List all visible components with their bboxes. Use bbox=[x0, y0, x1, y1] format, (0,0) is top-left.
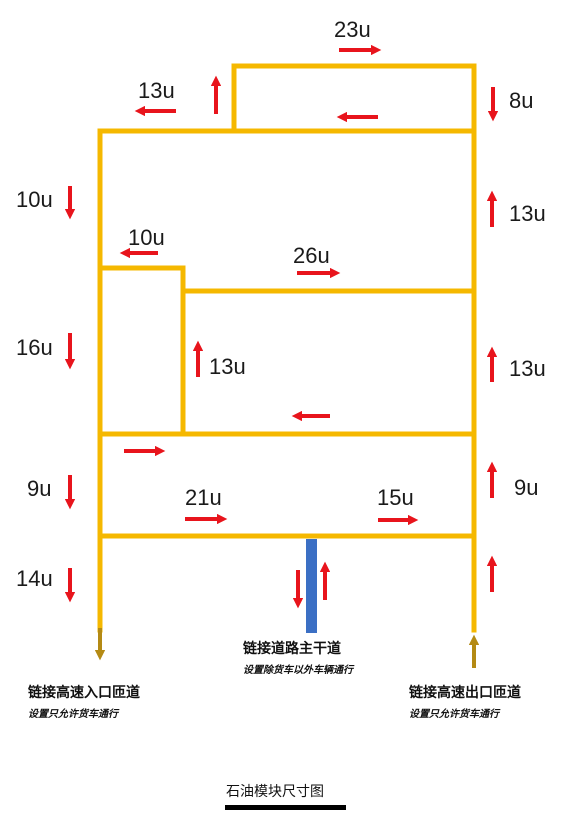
main-road-subcaption: 设置除货车以外车辆通行 bbox=[243, 665, 353, 676]
title-underline bbox=[225, 805, 346, 810]
label-left-14u: 14u bbox=[16, 566, 53, 591]
label-right-13u-b: 13u bbox=[509, 356, 546, 381]
label-left-16u: 16u bbox=[16, 335, 53, 360]
direction-arrows bbox=[64, 44, 499, 609]
road-network bbox=[97, 63, 477, 633]
entry-ramp-caption: 链接高速入口匝道 bbox=[28, 685, 140, 701]
label-top-13u: 13u bbox=[138, 78, 175, 103]
label-right-9u: 9u bbox=[514, 475, 538, 500]
dimension-labels: 23u 13u 8u 10u 13u 10u 26u 16u 13u 13u 9… bbox=[16, 17, 546, 591]
label-top-23u: 23u bbox=[334, 17, 371, 42]
main-road-caption: 链接道路主干道 bbox=[243, 641, 341, 657]
main-road-connector bbox=[306, 539, 317, 633]
label-inner-21u: 21u bbox=[185, 485, 222, 510]
label-left-10u: 10u bbox=[16, 187, 53, 212]
label-inner-15u: 15u bbox=[377, 485, 414, 510]
label-right-8u: 8u bbox=[509, 88, 533, 113]
label-inner-26u: 26u bbox=[293, 243, 330, 268]
exit-ramp-caption: 链接高速出口匝道 bbox=[409, 685, 521, 701]
label-right-13u-a: 13u bbox=[509, 201, 546, 226]
label-left-9u: 9u bbox=[27, 476, 51, 501]
label-inner-13u: 13u bbox=[209, 354, 246, 379]
diagram-title: 石油模块尺寸图 bbox=[226, 784, 324, 800]
entry-ramp-subcaption: 设置只允许货车通行 bbox=[28, 709, 118, 720]
exit-ramp-subcaption: 设置只允许货车通行 bbox=[409, 709, 499, 720]
label-inner-10u: 10u bbox=[128, 225, 165, 250]
